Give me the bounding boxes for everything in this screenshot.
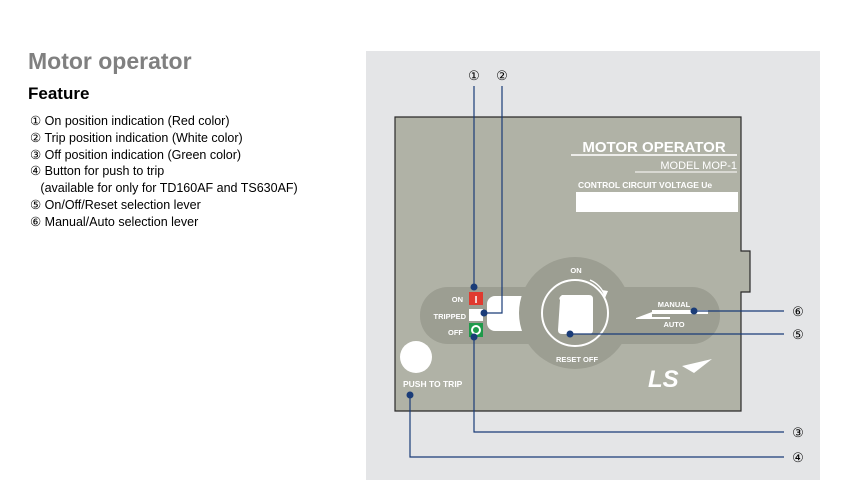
dial-ring bbox=[541, 279, 609, 347]
ls-logo: LS bbox=[648, 366, 679, 393]
leader-line-2 bbox=[485, 86, 503, 314]
feature-item: ⑥ Manual/Auto selection lever bbox=[30, 214, 199, 229]
feature-item: ③ Off position indication (Green color) bbox=[30, 147, 242, 162]
section-subtitle: Feature bbox=[28, 84, 90, 103]
trip-button[interactable] bbox=[487, 296, 529, 331]
feature-item: ④ Button for push to trip bbox=[30, 164, 165, 179]
on-indicator-red bbox=[469, 292, 483, 305]
callout-5: ⑤ bbox=[792, 327, 804, 342]
dial-arrow-head bbox=[602, 290, 608, 298]
feature-item: ⑤ On/Off/Reset selection lever bbox=[30, 197, 201, 212]
push-to-trip-button[interactable] bbox=[400, 341, 432, 373]
dial-reset-label: RESET OFF bbox=[556, 355, 599, 364]
feature-item: ② Trip position indication (White color) bbox=[30, 130, 243, 145]
push-to-trip-label: PUSH TO TRIP bbox=[403, 379, 463, 389]
leader-line-3 bbox=[473, 337, 784, 433]
leader-lines bbox=[409, 86, 784, 458]
manual-label: MANUAL bbox=[658, 300, 691, 309]
off-indicator-label: OFF bbox=[448, 328, 463, 337]
device-title: MOTOR OPERATOR bbox=[582, 139, 726, 156]
manual-auto-lever[interactable] bbox=[652, 310, 708, 314]
trip-indicator-white bbox=[469, 309, 483, 321]
voltage-plate bbox=[576, 192, 738, 212]
callout-labels: ① ② ③ ④ ⑤ ⑥ bbox=[468, 68, 804, 465]
on-indicator-label: ON bbox=[452, 295, 463, 304]
leader-dot-5 bbox=[566, 330, 574, 338]
voltage-label: CONTROL CIRCUIT VOLTAGE Ue bbox=[578, 180, 712, 190]
callout-2: ② bbox=[496, 68, 508, 83]
callout-1: ① bbox=[468, 68, 480, 83]
auto-label: AUTO bbox=[663, 320, 684, 329]
feature-list: ① On position indication (Red color) ② T… bbox=[30, 113, 298, 231]
tripped-indicator-label: TRIPPED bbox=[433, 312, 466, 321]
leader-dot-3 bbox=[470, 333, 478, 341]
ls-logo-swoosh bbox=[682, 359, 712, 373]
off-indicator-symbol bbox=[471, 325, 481, 335]
leader-dot-4 bbox=[406, 391, 414, 399]
callout-4: ④ bbox=[792, 450, 804, 465]
feature-item: ① On position indication (Red color) bbox=[30, 114, 230, 128]
callout-3: ③ bbox=[792, 425, 804, 440]
dial-on-label: ON bbox=[570, 266, 581, 275]
page-title: Motor operator bbox=[28, 48, 192, 74]
leader-dot-6 bbox=[690, 307, 698, 315]
leader-dots bbox=[406, 283, 698, 399]
feature-item: (available for only for TD160AF and TS63… bbox=[30, 181, 298, 196]
callout-6: ⑥ bbox=[792, 304, 804, 319]
auto-arrow bbox=[636, 312, 670, 319]
leader-line-4 bbox=[409, 395, 784, 458]
leader-dot-1 bbox=[470, 283, 478, 291]
model-label: MODEL MOP-1 bbox=[660, 160, 737, 172]
on-indicator-symbol: I bbox=[475, 295, 478, 306]
leader-dot-2 bbox=[480, 309, 488, 317]
on-off-reset-lever[interactable] bbox=[558, 295, 593, 334]
